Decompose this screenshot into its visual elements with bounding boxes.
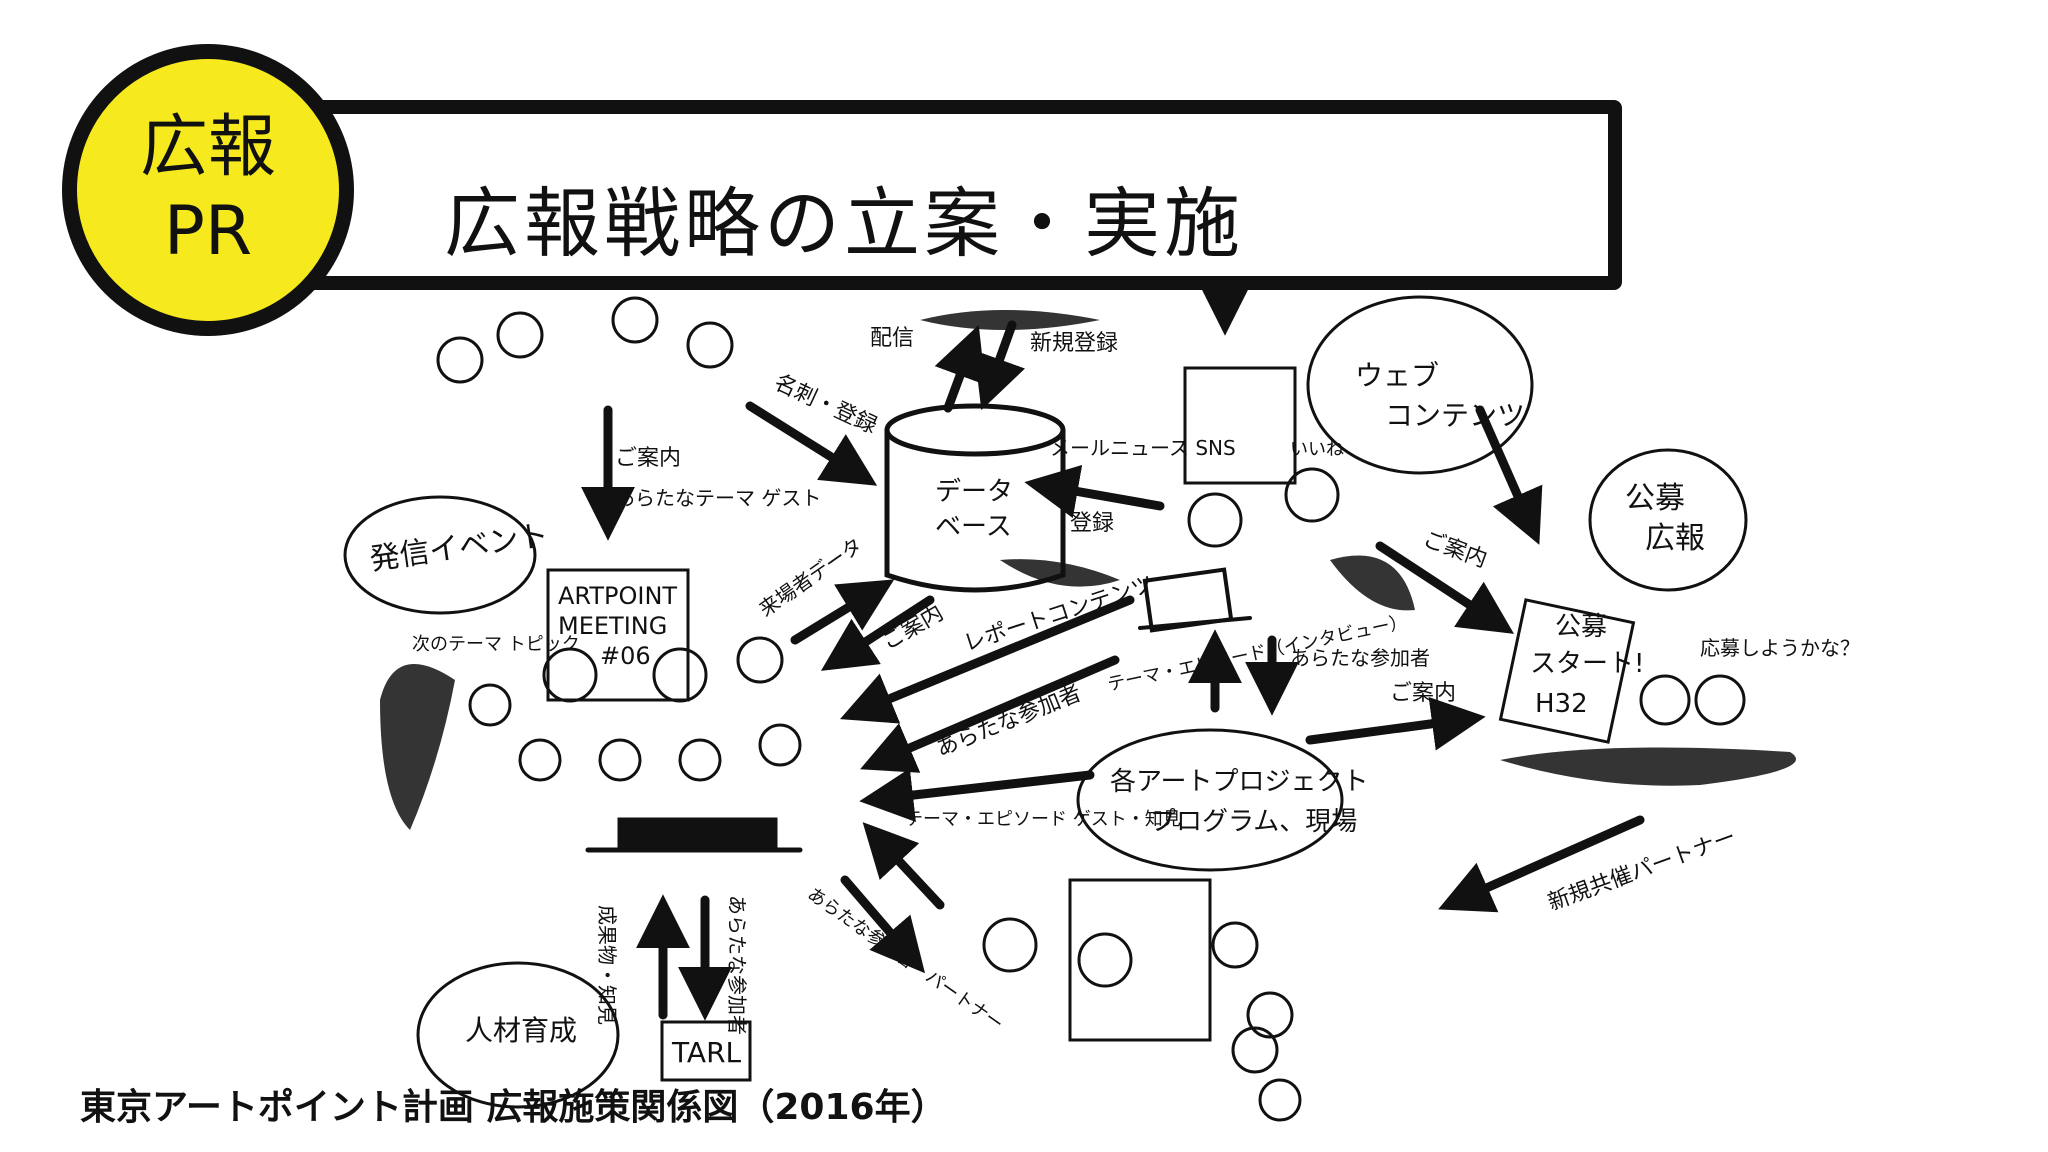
label-mail-news-sns: メールニュース SNS bbox=[1050, 436, 1236, 460]
label-new-theme-guest: あらたなテーマ ゲスト bbox=[615, 486, 821, 510]
tarl-sign-label: TARL bbox=[671, 1036, 742, 1069]
badge-line1: 広報 bbox=[139, 108, 276, 187]
label-seika-chiken: 成果物・知見 bbox=[595, 905, 619, 1025]
figure-caption: 東京アートポイント計画 広報施策関係図（2016年） bbox=[80, 1087, 947, 1128]
recruit-bubble-line2: 広報 bbox=[1645, 521, 1705, 556]
book-table bbox=[585, 817, 803, 853]
event-bubble-shape bbox=[343, 495, 537, 615]
poster-line1: 公募 bbox=[1555, 612, 1607, 642]
poster-frame bbox=[1498, 598, 1636, 744]
training-bubble-shape bbox=[416, 961, 620, 1109]
web-bubble-line2: コンテンツ bbox=[1385, 399, 1525, 432]
label-goannai-right: ご案内 bbox=[1420, 527, 1491, 573]
label-haishin: 配信 bbox=[870, 326, 914, 351]
project-bubble-line1: 各アートプロジェクト bbox=[1110, 767, 1368, 797]
label-arata-sankasha-tarl: あらたな参加者 bbox=[725, 895, 749, 1035]
tarl-sign-shape bbox=[660, 1020, 752, 1082]
stage-frame bbox=[1068, 878, 1212, 1042]
label-touroku: 登録 bbox=[1070, 511, 1114, 536]
label-next-theme-topic: 次のテーマ トピック bbox=[412, 634, 580, 655]
meeting-sign-line3: #06 bbox=[600, 642, 651, 670]
database-label-1: データ bbox=[935, 477, 1013, 507]
laptop-icon bbox=[1138, 567, 1252, 633]
event-bubble-label: 発信イベント bbox=[368, 518, 551, 578]
web-laptop-frame bbox=[1183, 366, 1297, 485]
meeting-sign-shape bbox=[546, 568, 690, 702]
label-goannai-top: ご案内 bbox=[615, 446, 681, 471]
project-bubble-line2: プログラム、現場 bbox=[1150, 807, 1357, 837]
badge-line2: PR bbox=[163, 192, 253, 271]
web-bubble-line1: ウェブ bbox=[1355, 359, 1439, 392]
title-box: 広報戦略の立案・実施 bbox=[300, 100, 1622, 290]
label-oboshiyouka: 応募しようかな？ bbox=[1700, 636, 1860, 660]
label-shinki-partner: 新規共催パートナー bbox=[1545, 825, 1740, 916]
recruit-bubble-line1: 公募 bbox=[1625, 481, 1685, 516]
label-arata-sankasha-partner: あらたな参加者・パートナー bbox=[803, 884, 1007, 1035]
label-goannai-lower: ご案内 bbox=[1390, 681, 1456, 706]
project-bubble-shape bbox=[1076, 728, 1344, 872]
poster-line2: スタート! bbox=[1530, 649, 1644, 679]
page-title: 広報戦略の立案・実施 bbox=[444, 179, 1244, 268]
web-bubble-shape bbox=[1306, 295, 1534, 475]
training-bubble-label: 人材育成 bbox=[465, 1014, 577, 1047]
label-new-participants: あらたな参加者 bbox=[933, 681, 1085, 762]
meeting-sign-line2: MEETING bbox=[558, 612, 667, 640]
poster-line3: H32 bbox=[1535, 689, 1588, 719]
label-theme-episode-guest: テーマ・エピソード ゲスト・知見 bbox=[905, 809, 1181, 830]
label-arata-sankasha: あらたな参加者 bbox=[1290, 646, 1430, 670]
crowd-figures bbox=[436, 296, 1746, 1122]
recruit-bubble-shape bbox=[1588, 448, 1748, 592]
meeting-sign-line1: ARTPOINT bbox=[558, 582, 677, 610]
label-iine: いいね bbox=[1290, 439, 1344, 460]
pr-badge: 広報 PR bbox=[62, 44, 354, 336]
database-label-2: ベース bbox=[935, 512, 1012, 542]
label-shinki-touroku: 新規登録 bbox=[1030, 331, 1118, 356]
